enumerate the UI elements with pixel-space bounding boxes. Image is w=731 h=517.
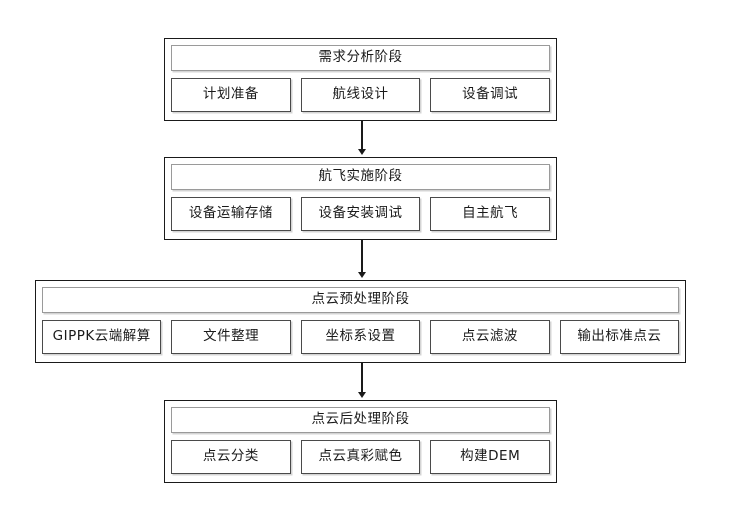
task-box-pointcloud-true-color[interactable]: 点云真彩赋色 — [300, 440, 421, 474]
stage-header-pointcloud-preprocessing: 点云预处理阶段 — [42, 287, 679, 313]
task-box-label: GIPPK云端解算 — [52, 328, 151, 345]
task-box-label: 航线设计 — [332, 86, 389, 103]
connector-arrowhead — [357, 272, 366, 278]
task-box-label: 点云滤波 — [461, 328, 518, 345]
stage-block-pointcloud-preprocessing: 点云预处理阶段 GIPPK云端解算 文件整理 坐标系设置 点云滤波 输出标准点云 — [35, 280, 686, 363]
task-box-label: 坐标系设置 — [325, 328, 396, 345]
task-row-pointcloud-postprocessing: 点云分类 点云真彩赋色 构建DEM — [171, 440, 551, 474]
stage-header-pointcloud-postprocessing: 点云后处理阶段 — [171, 407, 550, 433]
task-box-pointcloud-classification[interactable]: 点云分类 — [171, 440, 291, 474]
task-row-requirement-analysis: 计划准备 航线设计 设备调试 — [171, 78, 551, 112]
task-row-pointcloud-preprocessing: GIPPK云端解算 文件整理 坐标系设置 点云滤波 输出标准点云 — [42, 320, 680, 354]
task-box-label: 设备运输存储 — [188, 205, 273, 222]
task-box-route-design[interactable]: 航线设计 — [300, 78, 421, 112]
task-box-equipment-transport-storage[interactable]: 设备运输存储 — [171, 197, 291, 231]
task-box-build-dem[interactable]: 构建DEM — [430, 440, 551, 474]
stage-header-requirement-analysis: 需求分析阶段 — [171, 45, 550, 71]
task-box-label: 点云分类 — [202, 448, 259, 465]
stage-header-flight-implementation: 航飞实施阶段 — [171, 164, 550, 190]
task-box-label: 自主航飞 — [462, 205, 519, 222]
connector-shaft — [361, 240, 363, 272]
stage-block-flight-implementation: 航飞实施阶段 设备运输存储 设备安装调试 自主航飞 — [164, 157, 557, 240]
connector-arrowhead — [357, 392, 366, 398]
connector-shaft — [361, 121, 363, 149]
connector-shaft — [361, 363, 363, 392]
task-box-label: 计划准备 — [202, 86, 259, 103]
stage-block-requirement-analysis: 需求分析阶段 计划准备 航线设计 设备调试 — [164, 38, 557, 121]
task-box-file-organization[interactable]: 文件整理 — [171, 320, 291, 354]
task-box-output-standard-pointcloud[interactable]: 输出标准点云 — [559, 320, 680, 354]
task-box-equipment-installation-debugging[interactable]: 设备安装调试 — [300, 197, 421, 231]
task-box-pointcloud-filtering[interactable]: 点云滤波 — [430, 320, 550, 354]
stage-header-label: 航飞实施阶段 — [318, 168, 403, 185]
task-box-label: 设备安装调试 — [318, 205, 403, 222]
task-box-label: 设备调试 — [462, 86, 519, 103]
stage-header-label: 需求分析阶段 — [318, 49, 403, 66]
task-row-flight-implementation: 设备运输存储 设备安装调试 自主航飞 — [171, 197, 551, 231]
stage-header-label: 点云预处理阶段 — [311, 291, 410, 308]
task-box-label: 输出标准点云 — [577, 328, 662, 345]
task-box-label: 构建DEM — [460, 448, 521, 465]
task-box-label: 点云真彩赋色 — [318, 448, 403, 465]
stage-block-pointcloud-postprocessing: 点云后处理阶段 点云分类 点云真彩赋色 构建DEM — [164, 400, 557, 483]
task-box-plan-preparation[interactable]: 计划准备 — [171, 78, 291, 112]
task-box-label: 文件整理 — [203, 328, 260, 345]
stage-header-label: 点云后处理阶段 — [311, 411, 410, 428]
task-box-coordinate-system-setup[interactable]: 坐标系设置 — [300, 320, 421, 354]
task-box-autonomous-flight[interactable]: 自主航飞 — [430, 197, 551, 231]
task-box-equipment-debugging[interactable]: 设备调试 — [430, 78, 551, 112]
task-box-gippk-cloud-solution[interactable]: GIPPK云端解算 — [42, 320, 162, 354]
connector-arrowhead — [357, 149, 366, 155]
